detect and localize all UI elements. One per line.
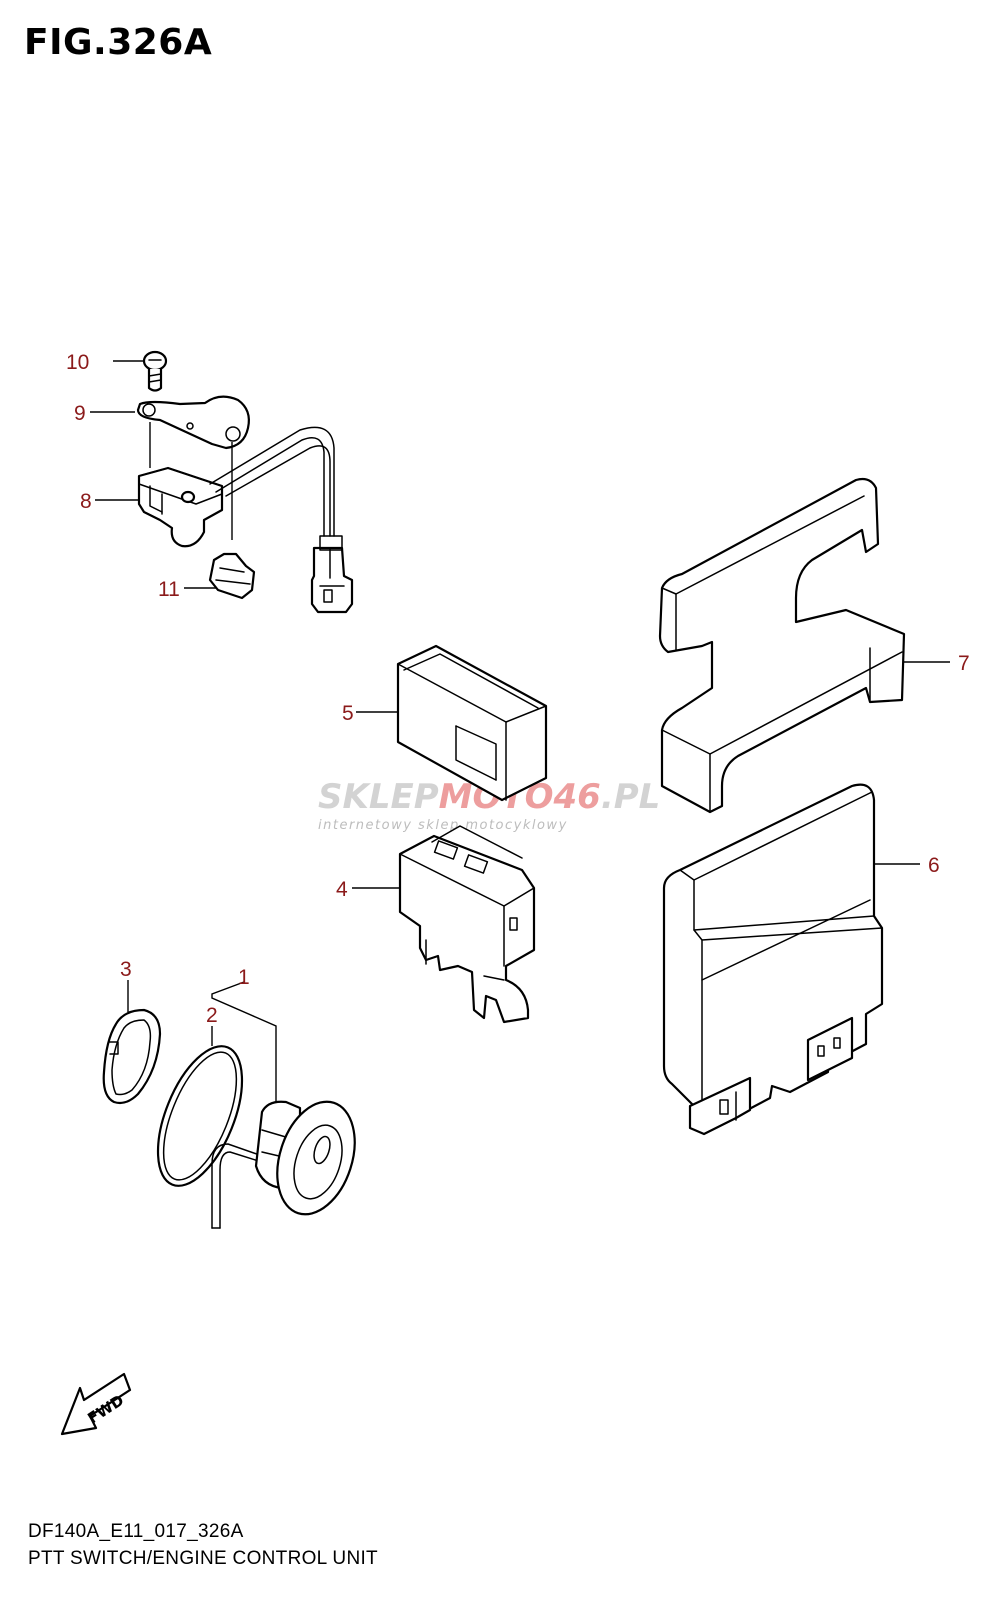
watermark-tagline: internetowy sklep motocyklowy <box>318 818 568 833</box>
callout-10: 10 <box>66 351 89 374</box>
callout-1: 1 <box>238 966 250 989</box>
figure-title: FIG.326A <box>24 22 213 63</box>
part-9-bracket <box>90 395 250 540</box>
part-6-ecu <box>662 783 920 1136</box>
callout-2: 2 <box>206 1004 218 1027</box>
svg-text:SKLEPMOTO46.PL: SKLEPMOTO46.PL <box>318 777 660 817</box>
part-1-ptt-switch <box>211 981 356 1229</box>
part-10-screw <box>113 350 168 392</box>
figure-caption: PTT SWITCH/ENGINE CONTROL UNIT <box>28 1548 378 1569</box>
callout-7: 7 <box>958 652 970 675</box>
part-11-clamp <box>184 552 256 600</box>
part-4-module <box>352 825 536 1024</box>
watermark-brand-c: 46 <box>553 777 601 817</box>
watermark-brand-d: .PL <box>601 777 661 817</box>
callout-8: 8 <box>80 490 92 513</box>
part-5-cover <box>356 644 548 802</box>
figure-code: DF140A_E11_017_326A <box>28 1521 244 1542</box>
part-3-ring <box>102 980 162 1105</box>
fwd-arrow: FWD <box>60 1372 132 1436</box>
callout-11: 11 <box>158 578 180 601</box>
part-8-sensor <box>95 426 354 614</box>
callout-5: 5 <box>342 702 354 725</box>
part-2-oring <box>156 1026 244 1187</box>
callout-3: 3 <box>120 958 132 981</box>
part-7-holder <box>658 477 950 814</box>
callout-6: 6 <box>928 854 940 877</box>
watermark-brand-a: SKLEP <box>318 777 439 817</box>
watermark: SKLEPMOTO46.PL internetowy sklep motocyk… <box>318 777 660 833</box>
callout-4: 4 <box>336 878 348 901</box>
callout-9: 9 <box>74 402 86 425</box>
